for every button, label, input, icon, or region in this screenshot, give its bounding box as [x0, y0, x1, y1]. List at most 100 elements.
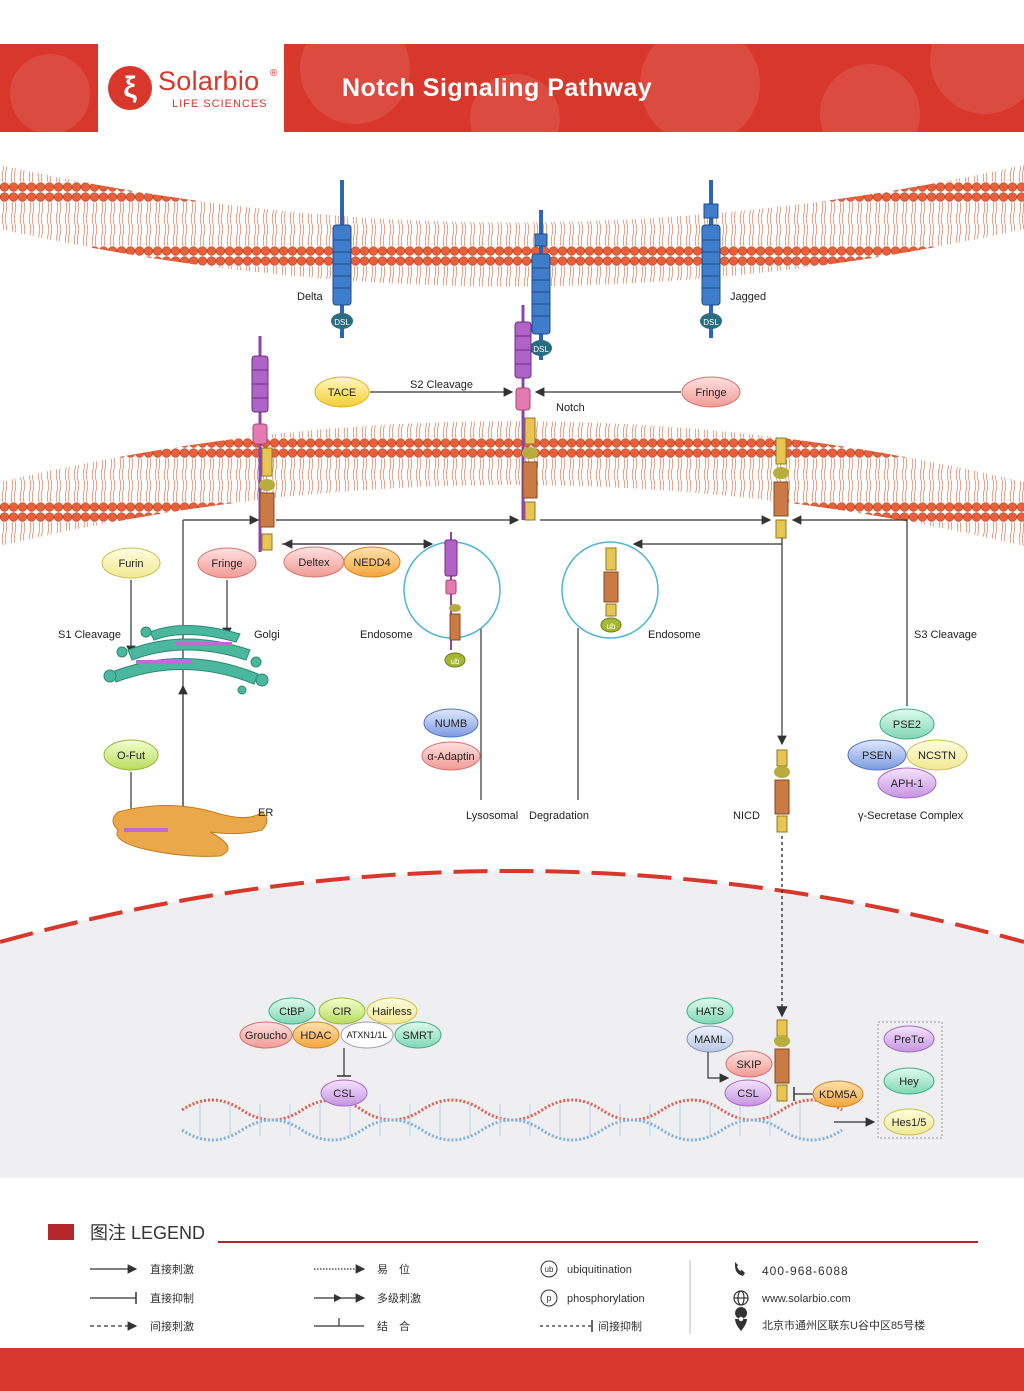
golgi-apparatus	[103, 625, 269, 695]
lower-cell-membrane	[0, 421, 1024, 546]
groucho-label: Groucho	[245, 1030, 287, 1042]
atxn-node	[340, 1021, 394, 1049]
delta-label: Delta	[297, 291, 324, 303]
numb-label: NUMB	[435, 718, 467, 730]
globe-icon	[733, 1290, 749, 1306]
legend-indirect-inhibition: 间接抑制	[598, 1319, 642, 1333]
ub-label-right: ub	[607, 622, 616, 631]
hdac-node	[292, 1021, 340, 1049]
gamma-secretase-label: γ-Secretase Complex	[858, 810, 964, 822]
a-adaptin-node	[421, 741, 481, 771]
page-title: Notch Signaling Pathway	[342, 74, 653, 102]
legend-direct-activation: 直接刺激	[150, 1262, 194, 1276]
csl-right-node	[724, 1079, 772, 1107]
legend-ubiquitination: ubiquitination	[567, 1264, 632, 1276]
legend-section: 图注 LEGEND 直接刺激 直接抑制 间接刺激 易 位 多级刺激 结 合 ub…	[0, 1178, 1024, 1348]
contact-website[interactable]: www.solarbio.com	[761, 1293, 851, 1305]
delta-ligand	[331, 180, 353, 338]
endosome-left-label: Endosome	[360, 629, 413, 641]
smrt-node	[394, 1021, 442, 1049]
hairless-label: Hairless	[372, 1006, 412, 1018]
legend-indirect-activation: 间接刺激	[150, 1319, 194, 1333]
skip-label: SKIP	[736, 1059, 761, 1071]
atxn-label: ATXN1/1L	[347, 1030, 388, 1040]
solarbio-logo-icon: ξ	[108, 66, 152, 110]
target-genes-box	[877, 1021, 943, 1139]
cir-label: CIR	[333, 1006, 352, 1018]
dsl-label-center: DSL	[533, 345, 549, 354]
ub-label-left: ub	[451, 657, 460, 666]
endosome-left	[403, 532, 501, 668]
endosome-right	[561, 541, 659, 639]
legend-translocation: 易 位	[377, 1262, 410, 1276]
pse2-node	[879, 708, 935, 740]
hairless-node	[366, 997, 418, 1025]
notch-receptor-right	[773, 437, 789, 539]
a-adaptin-label: α-Adaptin	[427, 751, 474, 763]
pretalpha-label: PreTα	[894, 1034, 925, 1046]
endosome-right-label: Endosome	[648, 629, 701, 641]
nedd4-label: NEDD4	[353, 557, 390, 569]
notch-receptor-left	[251, 336, 275, 552]
ncstn-label: NCSTN	[918, 750, 956, 762]
upper-cell-membrane	[0, 165, 1024, 287]
hes-label: Hes1/5	[892, 1117, 927, 1129]
furin-node	[101, 547, 161, 579]
maml-node	[686, 1025, 734, 1053]
brand-logo: ξ Solarbio ® LIFE SCIENCES	[98, 44, 284, 132]
fringe-node-top	[681, 376, 741, 408]
kdm5a-label: KDM5A	[819, 1089, 858, 1101]
csl-left-node	[320, 1079, 368, 1107]
s1-cleavage-label: S1 Cleavage	[58, 629, 121, 641]
hey-label: Hey	[899, 1076, 919, 1088]
hes-node	[883, 1108, 935, 1136]
ub-symbol-icon	[540, 1260, 558, 1278]
degradation-label: Degradation	[529, 810, 589, 822]
brand-registered-mark: ®	[270, 68, 278, 79]
maml-to-skip-arrow	[707, 1052, 730, 1083]
s2-cleavage-label: S2 Cleavage	[410, 379, 473, 391]
hey-node	[883, 1067, 935, 1095]
dsl-label-jagged: DSL	[703, 318, 719, 327]
endoplasmic-reticulum	[112, 804, 268, 857]
nedd4-node	[343, 546, 401, 578]
legend-multistep-activation: 多级刺激	[377, 1291, 421, 1305]
legend-direct-inhibition: 直接抑制	[150, 1291, 194, 1305]
location-pin-icon	[735, 1307, 748, 1331]
tace-label: TACE	[328, 387, 357, 399]
dsl-label-delta: DSL	[334, 318, 350, 327]
nicd-fragment	[774, 749, 790, 833]
deltex-label: Deltex	[298, 557, 330, 569]
maml-label: MAML	[694, 1034, 726, 1046]
hats-label: HATS	[696, 1006, 725, 1018]
legend-p-symbol: p	[546, 1293, 551, 1303]
aph1-node	[877, 767, 937, 799]
tace-node	[314, 376, 370, 408]
ctbp-node	[268, 997, 316, 1025]
psen-node	[847, 739, 907, 771]
brand-name: Solarbio	[158, 66, 260, 96]
legend-binding: 结 合	[377, 1319, 410, 1333]
fringe-label-golgi: Fringe	[211, 558, 242, 570]
header-banner: ξ Solarbio ® LIFE SCIENCES Notch Signali…	[0, 44, 1024, 132]
legend-marker	[48, 1224, 74, 1240]
nuclear-envelope	[0, 869, 1024, 944]
nicd-nuclear	[774, 1019, 790, 1102]
ofut-label: O-Fut	[117, 750, 145, 762]
pathway-diagram: DSL DSL DSL Delta Jagged	[0, 165, 1024, 1178]
pretalpha-node	[883, 1025, 935, 1053]
numb-node	[423, 708, 479, 738]
er-label: ER	[258, 807, 273, 819]
nicd-label: NICD	[733, 810, 760, 822]
skip-node	[725, 1050, 773, 1078]
nucleus-region	[0, 871, 1024, 1178]
jagged-label: Jagged	[730, 291, 766, 303]
legend-ub-symbol: ub	[545, 1265, 554, 1274]
kdm5a-node	[812, 1080, 864, 1108]
fringe-node-golgi	[197, 547, 257, 579]
psen-label: PSEN	[862, 750, 892, 762]
contact-address: 北京市通州区联东U谷中区85号楼	[762, 1318, 925, 1332]
ncstn-node	[906, 739, 968, 771]
legend-graphic: 图注 LEGEND 直接刺激 直接抑制 间接刺激 易 位 多级刺激 结 合 ub…	[48, 1223, 978, 1334]
